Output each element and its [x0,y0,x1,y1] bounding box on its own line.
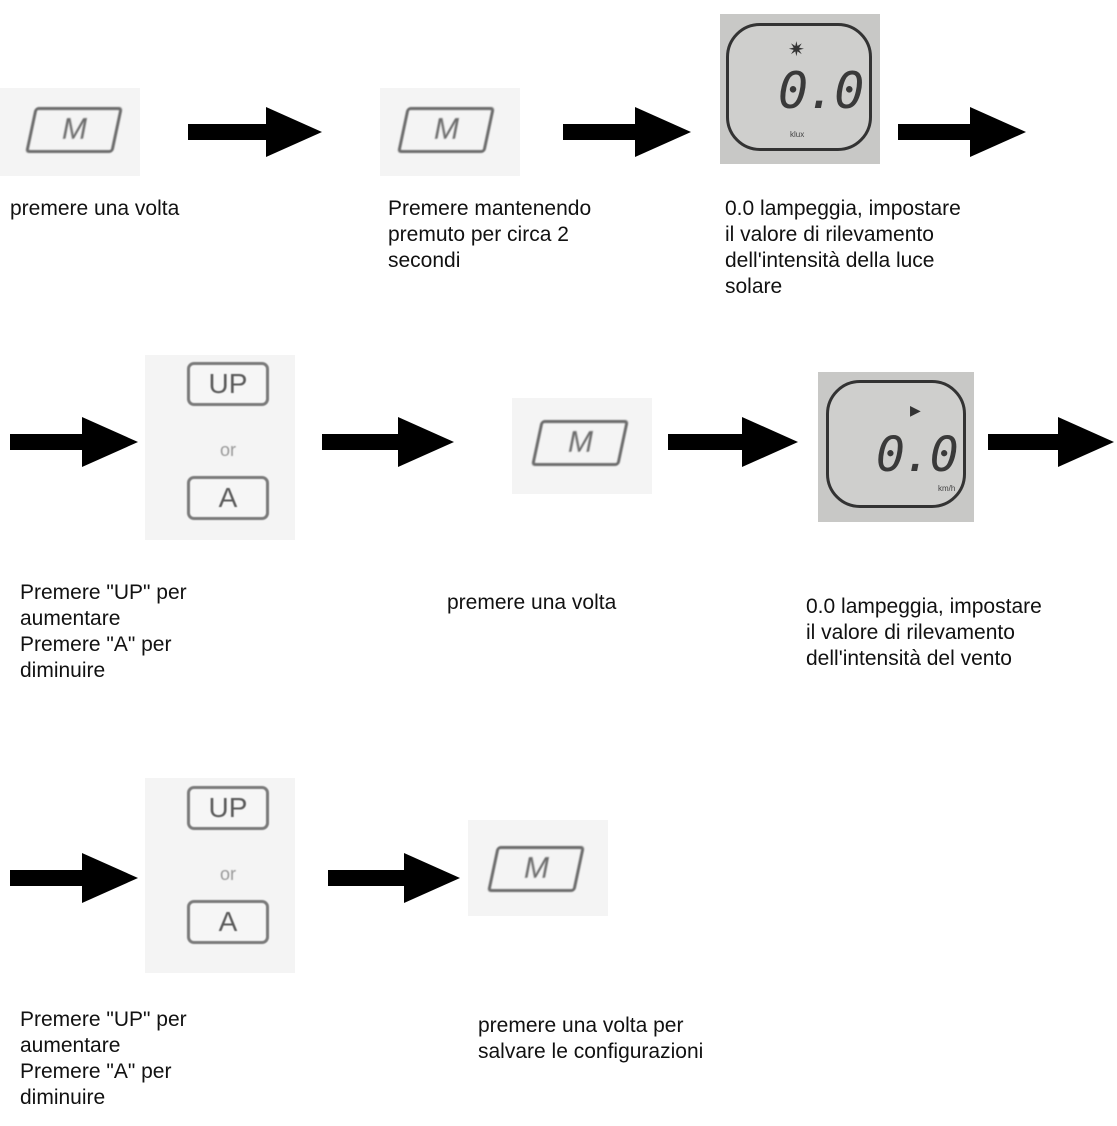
m-key-photo-3 [512,398,652,494]
m-key-3: M [531,420,629,466]
caption-step5: premere una volta [447,591,617,614]
caption-step7: Premere "UP" per aumentare Premere "A" p… [20,1008,187,1109]
flag-icon: ▶ [910,402,921,418]
lcd-frame [826,380,966,508]
m-key-label: M [523,852,549,885]
arrow-1 [188,107,322,157]
m-key-label: M [433,113,459,146]
m-key-photo-2 [380,88,520,176]
m-key-photo-1 [0,88,140,176]
up-key: UP [187,362,269,406]
lcd-frame [726,23,872,151]
arrow-3 [898,107,1026,157]
caption-step2: Premere mantenendo premuto per circa 2 s… [388,197,592,272]
arrow-4 [10,417,138,467]
caption-step8: premere una volta per salvare le configu… [478,1014,704,1063]
caption-step4: Premere "UP" per aumentare Premere "A" p… [20,581,187,682]
m-key-1: M [25,107,123,153]
caption-step3: 0.0 lampeggia, impostare il valore di ri… [725,197,961,298]
m-key-4: M [487,846,585,892]
lcd-unit: klux [790,130,805,139]
lcd-value: 0.0 [876,427,959,483]
caption-step1: premere una volta [10,197,180,220]
a-key: A [187,900,269,944]
arrow-9 [328,853,460,903]
up-key: UP [187,786,269,830]
arrow-7 [988,417,1114,467]
lcd-unit: km/h [938,484,956,493]
lcd-display-wind: ▶ 0.0 km/h [818,372,974,522]
sun-icon: ✷ [788,39,805,61]
m-key-2: M [397,107,495,153]
m-key-photo-4 [468,820,608,916]
m-key-label: M [567,426,593,459]
or-label: or [219,440,236,460]
or-label: or [219,864,236,884]
arrow-2 [563,107,691,157]
arrow-6 [668,417,798,467]
caption-step6: 0.0 lampeggia, impostare il valore di ri… [806,595,1042,670]
lcd-display-light: ✷ 0.0 klux [720,14,880,164]
arrow-5 [322,417,454,467]
arrow-8 [10,853,138,903]
lcd-value: 0.0 [778,62,864,120]
m-key-label: M [61,113,87,146]
a-key: A [187,476,269,520]
